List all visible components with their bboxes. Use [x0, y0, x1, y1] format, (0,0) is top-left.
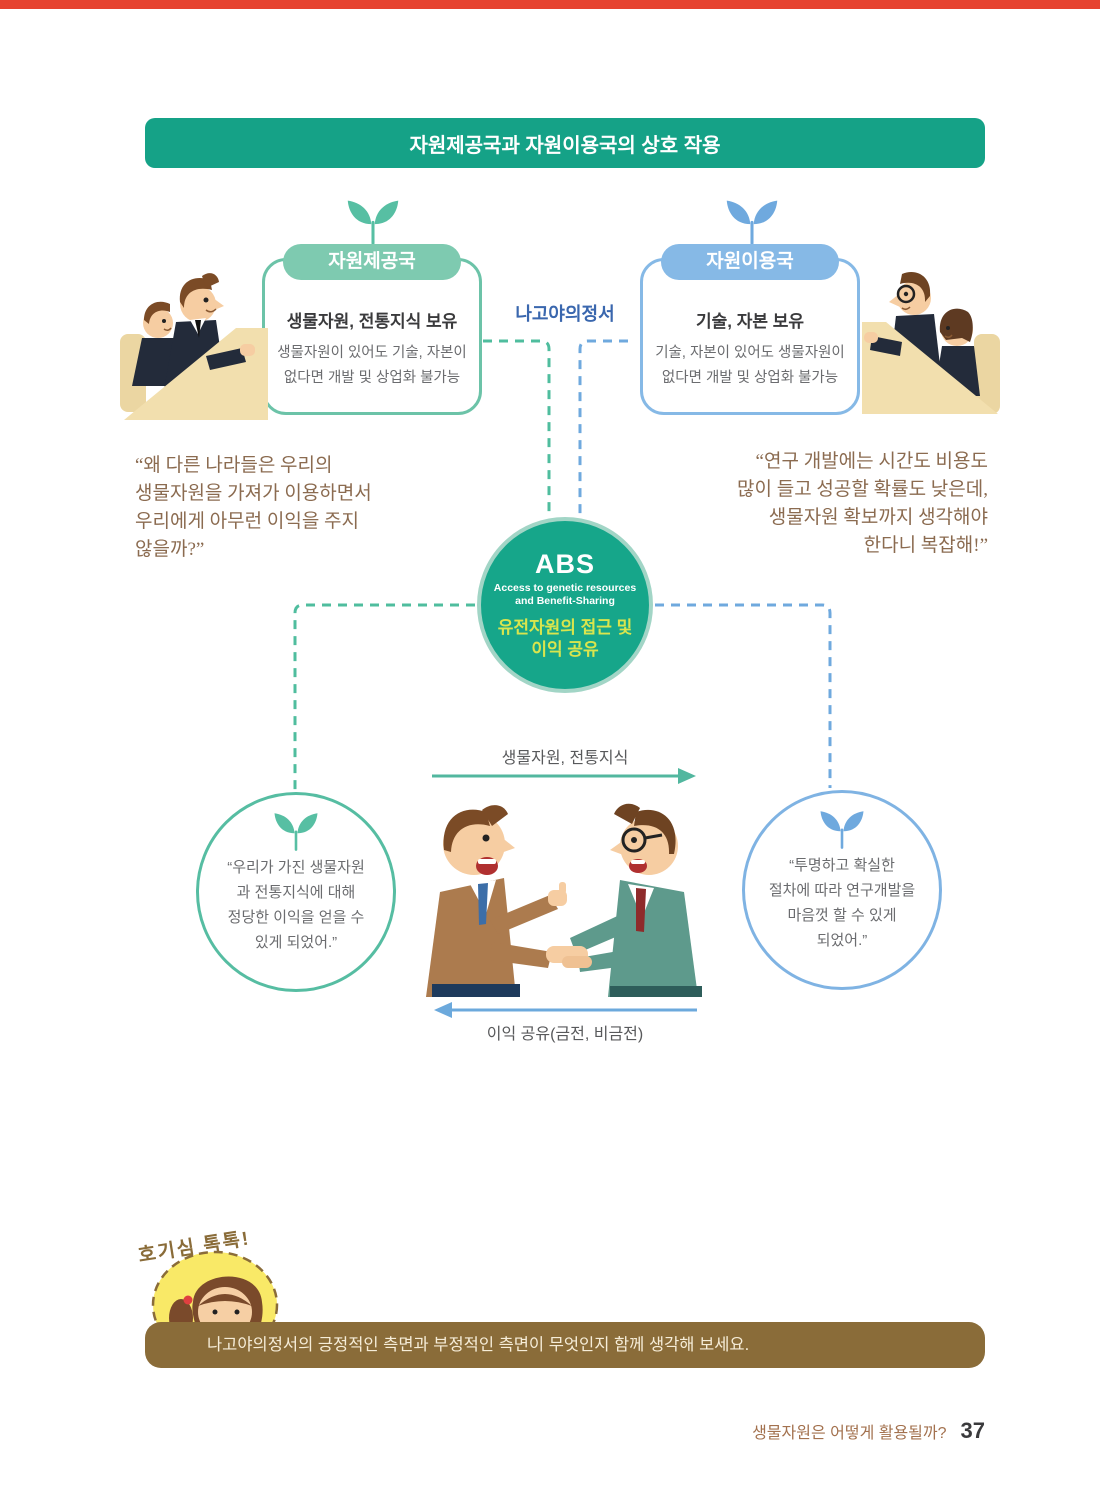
right-arrow-icon	[678, 768, 696, 784]
user-outcome-bubble: “투명하고 확실한 절차에 따라 연구개발을 마음껏 할 수 있게 되었어.”	[742, 790, 942, 990]
provider-heading: 생물자원, 전통지식 보유	[286, 312, 458, 331]
provider-description: 생물자원이 있어도 기술, 자본이 없다면 개발 및 상업화 불가능	[277, 345, 467, 386]
resources-arrow	[432, 768, 696, 784]
curiosity-banner: 나고야의정서의 긍정적인 측면과 부정적인 측면이 무엇인지 함께 생각해 보세…	[145, 1322, 985, 1368]
abs-subtitle-english: Access to genetic resources and Benefit-…	[493, 582, 637, 607]
provider-outcome-sprout-icon	[274, 813, 318, 851]
abs-circle: ABS Access to genetic resources and Bene…	[477, 517, 653, 693]
provider-sprout-icon	[347, 200, 399, 245]
provider-to-abs-connector	[483, 339, 551, 515]
footer-page-number: 37	[960, 1418, 985, 1443]
footer-section-title: 생물자원은 어떻게 활용될까?	[752, 1425, 947, 1442]
top-accent-bar	[0, 0, 1100, 9]
abs-subtitle-korean: 유전자원의 접근 및 이익 공유	[497, 618, 633, 659]
user-card-label: 자원이용국	[661, 244, 839, 280]
user-sprout-icon	[726, 200, 778, 245]
abs-acronym: ABS	[534, 549, 595, 579]
user-outcome-sprout-icon	[820, 811, 864, 849]
user-outcome-text: “투명하고 확실한 절차에 따라 연구개발을 마음껏 할 수 있게 되었어.”	[768, 857, 916, 949]
resources-arrow-label: 생물자원, 전통지식	[501, 750, 629, 767]
diagram-title: 자원제공국과 자원이용국의 상호 작용	[409, 134, 721, 157]
benefits-arrow	[434, 1002, 697, 1018]
user-description: 기술, 자본이 있어도 생물자원이 없다면 개발 및 상업화 불가능	[655, 345, 845, 386]
user-to-abs-connector	[578, 339, 628, 515]
provider-outcome-bubble: “우리가 가진 생물자원 과 전통지식에 대해 정당한 이익을 얻을 수 있게 …	[196, 792, 396, 992]
user-quote: “연구 개발에는 시간도 비용도 많이 들고 성공할 확률도 낮은데, 생물자원…	[737, 451, 988, 556]
user-heading: 기술, 자본 보유	[695, 312, 804, 331]
nagoya-protocol-label: 나고야의정서	[515, 304, 615, 324]
page-footer: 생물자원은 어떻게 활용될까? 37	[752, 1418, 985, 1444]
provider-people-illustration	[120, 273, 268, 420]
provider-card-label: 자원제공국	[283, 244, 461, 280]
provider-outcome-text: “우리가 가진 생물자원 과 전통지식에 대해 정당한 이익을 얻을 수 있게 …	[227, 859, 365, 951]
curiosity-prompt: 나고야의정서의 긍정적인 측면과 부정적인 측면이 무엇인지 함께 생각해 보세…	[207, 1336, 750, 1354]
user-country-card: 자원이용국 기술, 자본 보유 기술, 자본이 있어도 생물자원이 없다면 개발…	[640, 244, 860, 415]
benefits-arrow-label: 이익 공유(금전, 비금전)	[486, 1026, 644, 1043]
user-people-illustration	[862, 272, 1000, 414]
diagram-title-banner: 자원제공국과 자원이용국의 상호 작용	[145, 118, 985, 168]
provider-quote: “왜 다른 나라들은 우리의 생물자원을 가져가 이용하면서 우리에게 아무런 …	[135, 455, 372, 560]
handshake-illustration	[426, 803, 702, 997]
provider-country-card: 자원제공국 생물자원, 전통지식 보유 생물자원이 있어도 기술, 자본이 없다…	[262, 244, 482, 415]
left-arrow-icon	[434, 1002, 452, 1018]
